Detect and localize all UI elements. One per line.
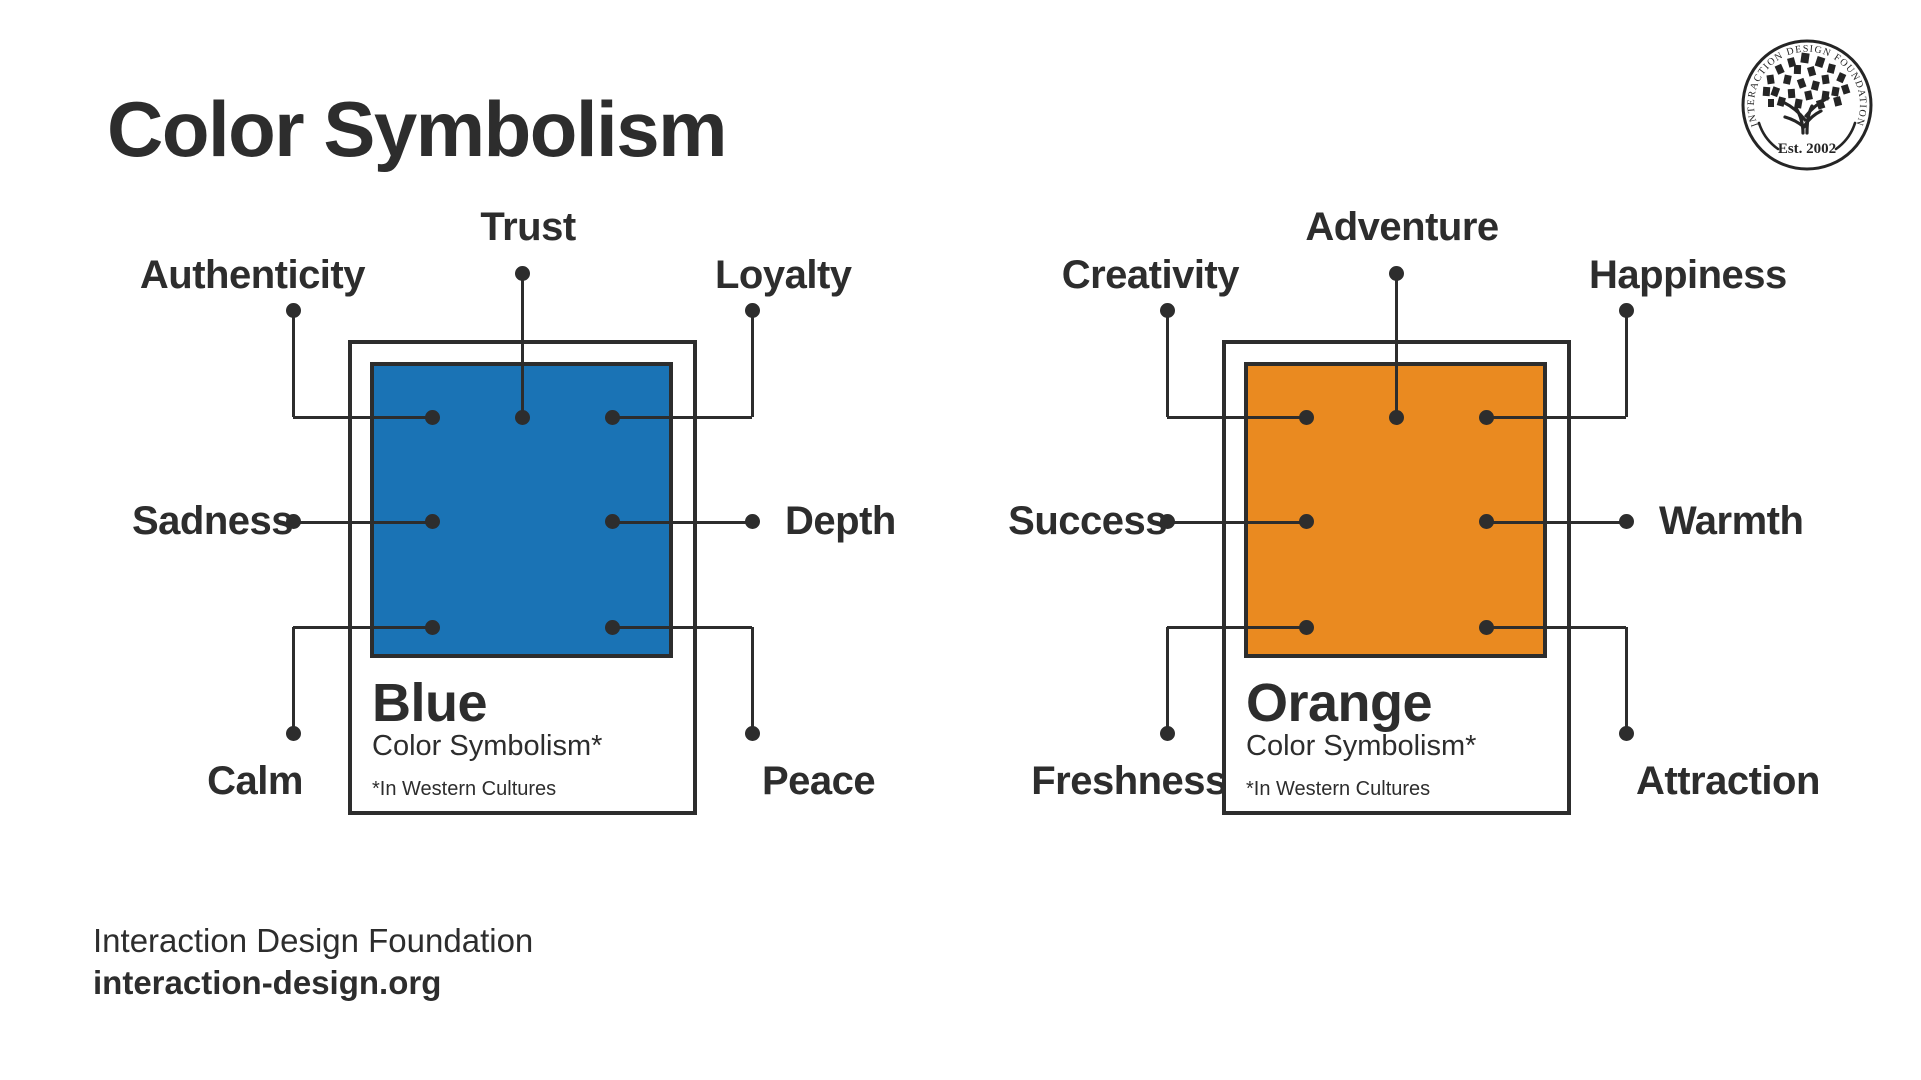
swatch-dot: [605, 410, 620, 425]
label-top-left: Creativity: [1061, 253, 1240, 297]
label-mid-left: Success: [1008, 499, 1167, 543]
connector-line: [612, 521, 752, 524]
connector-line: [1486, 416, 1626, 419]
color-name: Blue: [372, 673, 488, 733]
connector-dot: [745, 726, 760, 741]
label-bottom-right: Peace: [762, 759, 876, 803]
label-mid-left: Sadness: [131, 499, 294, 543]
connector-dot: [1389, 266, 1404, 281]
connector-line: [1486, 521, 1626, 524]
label-bottom-left: Calm: [207, 759, 303, 803]
connector-dot: [286, 303, 301, 318]
swatch-dot: [425, 620, 440, 635]
connector-line: [612, 626, 752, 629]
swatch-dot: [1299, 620, 1314, 635]
label-top-center: Trust: [480, 205, 576, 249]
idf-logo: INTERACTION DESIGN FOUNDATION: [1741, 39, 1873, 171]
connector-line: [751, 627, 754, 733]
label-top-right: Happiness: [1589, 253, 1787, 297]
label-mid-right: Warmth: [1659, 499, 1804, 543]
color-panel-blue: Trust Authenticity Loyalty Sadness Depth…: [40, 160, 945, 860]
logo-est-text: Est. 2002: [1778, 141, 1836, 157]
swatch-dot: [425, 514, 440, 529]
connector-line: [751, 310, 754, 417]
logo-circle: [1741, 39, 1873, 171]
connector-dot: [1619, 514, 1634, 529]
swatch-dot: [1299, 514, 1314, 529]
swatch-dot: [1479, 620, 1494, 635]
label-bottom-right: Attraction: [1636, 759, 1820, 803]
connector-dot: [515, 266, 530, 281]
card-subtitle: Color Symbolism*: [1246, 730, 1477, 762]
page-title: Color Symbolism: [107, 85, 727, 173]
connector-line: [521, 273, 524, 417]
connector-line: [293, 521, 432, 524]
connector-line: [1625, 627, 1628, 733]
connector-line: [292, 310, 295, 417]
connector-line: [292, 627, 295, 733]
connector-dot: [745, 514, 760, 529]
connector-line: [1395, 273, 1398, 417]
label-top-right: Loyalty: [715, 253, 852, 297]
swatch-dot: [1389, 410, 1404, 425]
connector-dot: [1160, 303, 1175, 318]
label-bottom-left: Freshness: [1031, 759, 1227, 803]
swatch-dot: [515, 410, 530, 425]
swatch-dot: [425, 410, 440, 425]
connector-dot: [1160, 514, 1175, 529]
card-footnote: *In Western Cultures: [1246, 778, 1431, 800]
connector-dot: [1619, 726, 1634, 741]
footer-organization: Interaction Design Foundation: [93, 922, 534, 959]
connector-line: [1625, 310, 1628, 417]
label-top-left: Authenticity: [139, 253, 366, 297]
card-subtitle: Color Symbolism*: [372, 730, 603, 762]
connector-line: [293, 626, 432, 629]
label-mid-right: Depth: [785, 499, 896, 543]
card-footnote: *In Western Cultures: [372, 778, 557, 800]
connector-line: [1167, 521, 1306, 524]
label-top-center: Adventure: [1305, 205, 1499, 249]
swatch-dot: [1479, 410, 1494, 425]
logo-tree-foliage: [1762, 52, 1851, 110]
connector-line: [1167, 626, 1306, 629]
swatch-dot: [1479, 514, 1494, 529]
connector-line: [1166, 310, 1169, 417]
color-swatch: [1244, 362, 1547, 658]
connector-dot: [745, 303, 760, 318]
connector-line: [1167, 416, 1306, 419]
color-panel-orange: Adventure Creativity Happiness Success W…: [914, 160, 1820, 860]
connector-line: [293, 416, 432, 419]
color-name: Orange: [1246, 673, 1433, 733]
connector-dot: [1619, 303, 1634, 318]
connector-dot: [286, 514, 301, 529]
logo-right-arc: [1834, 121, 1857, 151]
connector-line: [612, 416, 752, 419]
connector-dot: [286, 726, 301, 741]
connector-line: [1166, 627, 1169, 733]
logo-left-arc: [1757, 121, 1780, 151]
swatch-dot: [605, 620, 620, 635]
connector-dot: [1160, 726, 1175, 741]
connector-line: [1486, 626, 1626, 629]
footer-url: interaction-design.org: [93, 964, 442, 1001]
swatch-dot: [605, 514, 620, 529]
logo-tree: [1781, 96, 1830, 135]
swatch-dot: [1299, 410, 1314, 425]
